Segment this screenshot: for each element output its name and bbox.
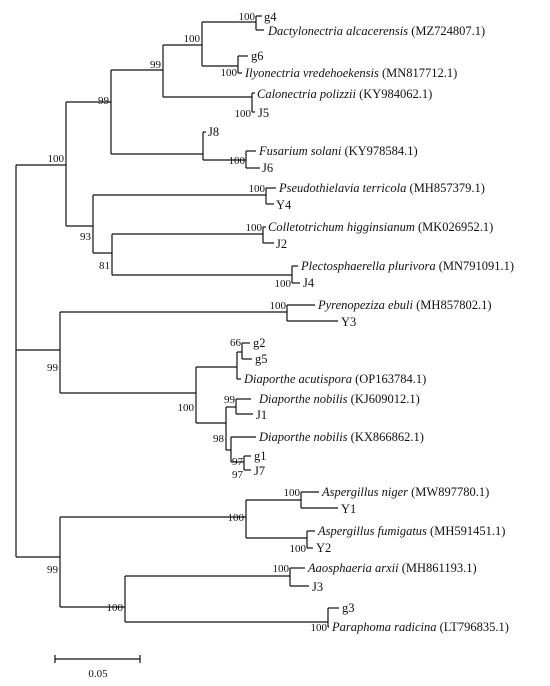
taxon-label: Fusarium solani (KY978584.1): [258, 144, 418, 158]
tree-branches: [15, 15, 339, 628]
support-value: 99: [47, 362, 59, 374]
support-value: 100: [290, 543, 307, 555]
taxon-label: J3: [312, 580, 323, 594]
taxon-label: g4: [264, 10, 277, 24]
support-value: 100: [184, 33, 201, 45]
support-value: 100: [275, 278, 292, 290]
taxon-label: J5: [258, 106, 269, 120]
taxon-label: Diaporthe nobilis (KJ609012.1): [258, 392, 420, 406]
support-value: 100: [270, 300, 287, 312]
support-values: 100 100 100 99 100 99 100 100 100 93 100…: [47, 11, 328, 634]
taxon-label: g2: [253, 336, 266, 350]
scale-bar: 0.05: [54, 655, 141, 680]
support-value: 97: [232, 456, 244, 468]
taxon-label: Pseudothielavia terricola (MH857379.1): [278, 181, 485, 195]
support-value: 100: [107, 602, 124, 614]
taxon-label: Ilyonectria vredehoekensis (MN817712.1): [244, 66, 457, 80]
taxon-label: Y2: [316, 541, 331, 555]
support-value: 66: [230, 337, 242, 349]
taxon-label: J8: [208, 125, 219, 139]
taxon-label: Y1: [341, 502, 356, 516]
support-value: 100: [273, 563, 290, 575]
taxon-label: Diaporthe acutispora (OP163784.1): [243, 372, 426, 386]
taxon-label: g3: [342, 601, 355, 615]
taxon-label: g5: [255, 352, 268, 366]
taxon-label: Y3: [341, 315, 356, 329]
taxon-label: J6: [262, 161, 273, 175]
taxon-label: J7: [254, 464, 265, 478]
support-value: 97: [232, 469, 244, 481]
taxon-label: Colletotrichum higginsianum (MK026952.1): [268, 220, 493, 234]
taxon-label: Dactylonectria alcacerensis (MZ724807.1): [267, 24, 485, 38]
support-value: 98: [213, 433, 225, 445]
taxon-label: Aspergillus niger (MW897780.1): [321, 485, 489, 499]
support-value: 81: [99, 260, 110, 272]
support-value: 100: [311, 622, 328, 634]
support-value: 99: [98, 95, 110, 107]
taxon-label: J1: [256, 408, 267, 422]
support-value: 99: [224, 394, 236, 406]
taxon-label: J2: [276, 237, 287, 251]
taxon-label: Calonectria polizzii (KY984062.1): [257, 87, 432, 101]
taxon-label: Aaosphaeria arxii (MH861193.1): [307, 561, 477, 575]
support-value: 100: [249, 183, 266, 195]
taxon-label: Paraphoma radicina (LT796835.1): [331, 620, 509, 634]
scale-bar-line: [54, 655, 141, 663]
support-value: 100: [239, 11, 256, 23]
taxon-labels: g4 Dactylonectria alcacerensis (MZ724807…: [208, 10, 514, 634]
taxon-label: Aspergillus fumigatus (MH591451.1): [317, 524, 505, 538]
support-value: 93: [80, 231, 92, 243]
support-value: 100: [228, 512, 245, 524]
taxon-label: Diaporthe nobilis (KX866862.1): [258, 430, 424, 444]
support-value: 100: [284, 487, 301, 499]
support-value: 100: [235, 108, 252, 120]
taxon-label: Pyrenopeziza ebuli (MH857802.1): [317, 298, 491, 312]
support-value: 100: [246, 222, 263, 234]
support-value: 100: [48, 153, 65, 165]
support-value: 99: [150, 59, 162, 71]
taxon-label: Plectosphaerella plurivora (MN791091.1): [300, 259, 514, 273]
support-value: 100: [229, 155, 246, 167]
scale-bar-label: 0.05: [88, 668, 108, 680]
support-value: 100: [221, 67, 238, 79]
taxon-label: g1: [254, 449, 267, 463]
taxon-label: Y4: [276, 198, 292, 212]
taxon-label: J4: [303, 276, 315, 290]
taxon-label: g6: [251, 49, 264, 63]
support-value: 99: [47, 564, 59, 576]
support-value: 100: [178, 402, 195, 414]
